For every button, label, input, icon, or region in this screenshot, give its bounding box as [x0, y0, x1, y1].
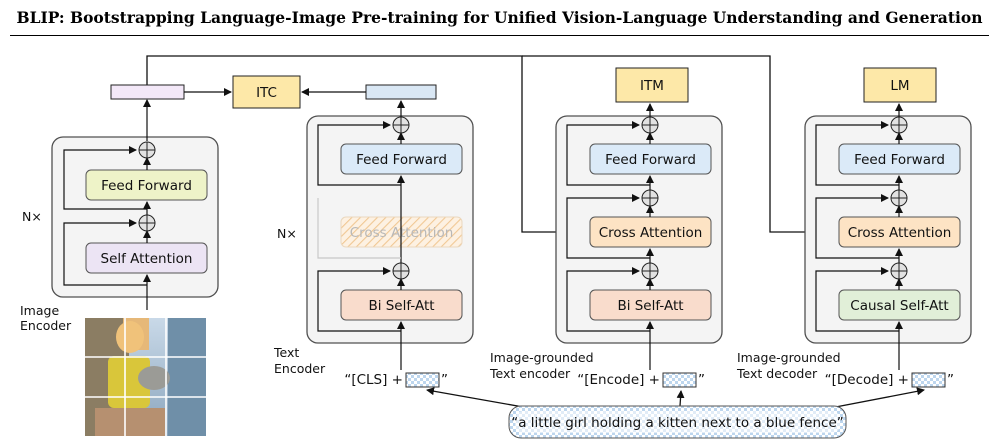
image-residual-add-icon: [138, 214, 156, 232]
cls-text-token-box: [405, 372, 440, 388]
text-bi-self-att-label: Bi Self-Att: [368, 298, 434, 314]
title-rule: [10, 35, 989, 36]
grounded-encoder-label-line1: Image-grounded: [490, 350, 594, 365]
caption-text: “a little girl holding a kitten next to …: [511, 415, 844, 431]
cls-token-suffix: ”: [441, 372, 448, 388]
routing-lines: [146, 55, 836, 233]
decode-token-suffix: ”: [947, 372, 954, 388]
itm-label: ITM: [640, 78, 664, 94]
image-encoder-label-line1: Image: [20, 303, 59, 318]
decoder-feed-forward-label: Feed Forward: [854, 152, 945, 168]
decode-text-token-box: [911, 372, 946, 388]
itc-label: ITC: [256, 85, 277, 101]
text-encoder-label-line2: Encoder: [274, 361, 326, 376]
image-residual-add-icon: [138, 141, 156, 159]
image-grounded-text-encoder: Feed Forward Cross Attention Bi Self-Att: [489, 103, 723, 388]
image-self-attention-label: Self Attention: [101, 251, 193, 267]
encoder-feed-forward-label: Feed Forward: [605, 152, 696, 168]
text-repeat-label: N×: [277, 226, 297, 241]
encoder-residual-add-icon: [641, 262, 659, 280]
text-encoder-label-line1: Text: [273, 345, 299, 360]
encode-token-prefix: “[Encode] +: [577, 372, 660, 388]
grounded-encoder-label-line2: Text encoder: [489, 366, 571, 381]
image-repeat-label: N×: [22, 209, 42, 224]
cls-token-prefix: “[CLS] +: [344, 372, 403, 388]
decode-token-prefix: “[Decode] +: [825, 372, 909, 388]
grounded-decoder-label-line2: Text decoder: [736, 366, 818, 381]
paper-title: BLIP: Bootstrapping Language-Image Pre-t…: [16, 8, 983, 27]
encoder-cross-attention-label: Cross Attention: [599, 225, 703, 241]
encoder-bi-self-att-label: Bi Self-Att: [617, 298, 683, 314]
decoder-causal-self-att-label: Causal Self-Att: [850, 298, 948, 314]
lm-head: [863, 67, 937, 103]
decoder-residual-add-icon: [890, 262, 908, 280]
itm-head: [615, 67, 689, 103]
encode-text-token-box: [662, 372, 697, 388]
encoder-residual-add-icon: [641, 189, 659, 207]
image-encoder: Feed Forward Self Attention N× Image Enc…: [20, 99, 219, 333]
input-image: [85, 318, 206, 436]
encoder-residual-add-icon: [641, 116, 659, 134]
image-cls-embedding: [110, 84, 185, 100]
text-feed-forward-label: Feed Forward: [356, 152, 447, 168]
image-feed-forward-label: Feed Forward: [101, 178, 192, 194]
image-encoder-label-line2: Encoder: [20, 318, 72, 333]
text-cls-embedding: [365, 84, 437, 100]
text-encoder: Feed Forward Cross Attention Bi Self-Att…: [273, 100, 474, 388]
itc-head: [232, 75, 301, 109]
lm-label: LM: [890, 78, 909, 94]
text-residual-add-icon: [392, 262, 410, 280]
image-grounded-text-decoder: Feed Forward Cross Attention Causal Self…: [736, 103, 972, 388]
decoder-residual-add-icon: [890, 189, 908, 207]
decoder-residual-add-icon: [890, 116, 908, 134]
text-residual-add-icon: [392, 116, 410, 134]
encode-token-suffix: ”: [698, 372, 705, 388]
grounded-decoder-label-line1: Image-grounded: [737, 350, 841, 365]
decoder-cross-attention-label: Cross Attention: [848, 225, 952, 241]
